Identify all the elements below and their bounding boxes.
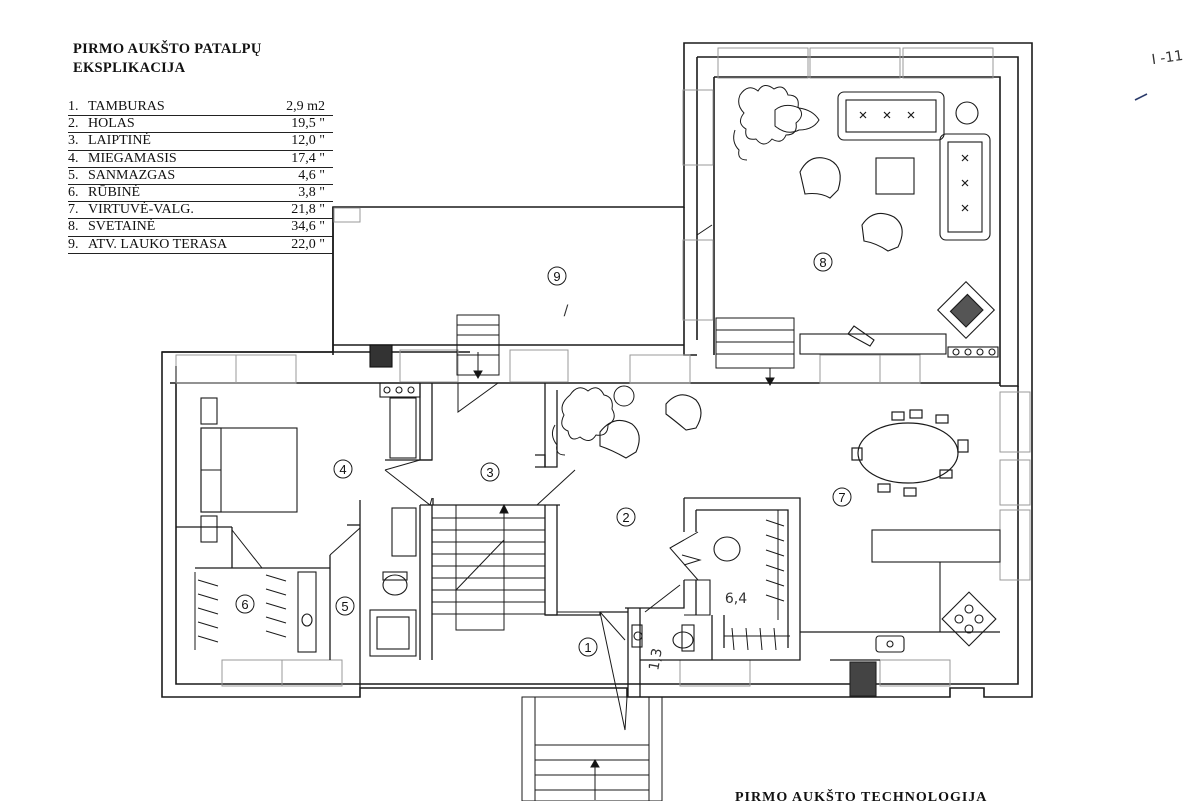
- room-number-1: 1: [584, 640, 591, 655]
- legend-title-line1: PIRMO AUKŠTO PATALPŲ: [73, 41, 262, 57]
- wardrobe-hangers: [194, 510, 790, 651]
- door-swings: [231, 224, 713, 731]
- legend-row-name: TAMBURAS: [88, 99, 165, 114]
- next-page-caption: PIRMO AUKŠTO TECHNOLOGIJA: [735, 790, 988, 805]
- handwritten-area-small-wc: 1,3: [646, 647, 666, 672]
- legend-row-name: VIRTUVĖ-VALG.: [88, 202, 194, 218]
- room-number-4: 4: [339, 462, 346, 477]
- legend-row-area: 2,9 m2: [286, 99, 325, 114]
- legend-row-area: 19,5 ": [291, 116, 325, 132]
- windows: [175, 47, 1031, 687]
- legend-row: 1. TAMBURAS 2,9 m2: [68, 99, 333, 117]
- dining-table: [851, 409, 969, 497]
- legend-list: 1. TAMBURAS 2,9 m2 2. HOLAS 19,5 " 3. LAIPTIN…: [68, 99, 333, 254]
- legend-row: 9. ATV. LAUKO TERASA 22,0 ": [68, 237, 333, 254]
- legend-row: 6. RŪBINĖ 3,8 ": [68, 184, 333, 203]
- room-number-2: 2: [622, 510, 629, 525]
- room-number-7: 7: [838, 490, 845, 505]
- legend-row-area: 17,4 ": [291, 150, 325, 166]
- legend-row-number: 2.: [68, 116, 79, 132]
- legend-row-area: 3,8 ": [298, 184, 325, 200]
- legend-row: 5. SANMAZGAS 4,6 ": [68, 168, 333, 185]
- legend-row-area: 21,8 ": [291, 202, 325, 218]
- legend-row-number: 5.: [68, 167, 79, 183]
- legend-row: 8. SVETAINĖ 34,6 ": [68, 219, 333, 237]
- bathroom-fixtures: [297, 507, 741, 657]
- terrace-stairs: [456, 314, 795, 387]
- entrance-stairs: [521, 696, 663, 801]
- legend-row-name: RŪBINĖ: [88, 184, 141, 200]
- central-staircase: [432, 503, 545, 631]
- legend-row-name: SANMAZGAS: [88, 167, 176, 183]
- legend-row-number: 9.: [68, 236, 79, 252]
- handwritten-area-wc: 6,4: [725, 591, 747, 607]
- legend-row-number: 6.: [68, 184, 79, 200]
- legend-row-number: 4.: [68, 150, 79, 166]
- room-number-3: 3: [486, 465, 493, 480]
- legend-row: 2. HOLAS 19,5 ": [68, 116, 333, 134]
- kitchen-counter: [849, 529, 1001, 697]
- explication-legend: PIRMO AUKŠTO PATALPŲ EKSPLIKACIJA 1. TAMB…: [68, 40, 333, 254]
- legend-row-area: 4,6 ": [298, 167, 325, 183]
- room-number-9: 9: [553, 269, 560, 284]
- legend-row-number: 3.: [68, 133, 79, 149]
- legend-row-area: 22,0 ": [291, 236, 325, 252]
- legend-row: 4. MIEGAMASIS 17,4 ": [68, 151, 333, 168]
- legend-row-area: 34,6 ": [291, 219, 325, 235]
- legend-row-name: LAIPTINĖ: [88, 133, 151, 149]
- legend-row: 3. LAIPTINĖ 12,0 ": [68, 133, 333, 151]
- room-numbers: [235, 252, 852, 657]
- handwritten-terrace-tick: /: [564, 303, 569, 319]
- hall-chairs: [599, 394, 702, 459]
- legend-row-number: 7.: [68, 202, 79, 218]
- legend-row-number: 8.: [68, 219, 79, 235]
- exterior-walls: [161, 42, 1033, 698]
- legend-row-name: ATV. LAUKO TERASA: [88, 236, 228, 252]
- bedroom-furniture: [200, 344, 421, 543]
- room-number-6: 6: [241, 597, 248, 612]
- legend-title-line2: EKSPLIKACIJA: [73, 60, 186, 76]
- plant-illustrations: [551, 85, 820, 456]
- living-room-furniture: [799, 91, 999, 358]
- handwritten-stroke: [1134, 93, 1148, 101]
- room-number-5: 5: [341, 599, 348, 614]
- legend-row-name: HOLAS: [88, 116, 135, 132]
- legend-row-name: MIEGAMASIS: [88, 150, 177, 166]
- legend-row-area: 12,0 ": [291, 133, 325, 149]
- room-number-8: 8: [819, 255, 826, 270]
- legend-row-number: 1.: [68, 99, 79, 114]
- handwritten-corner-note: I -11: [1151, 48, 1184, 68]
- legend-row: 7. VIRTUVĖ-VALG. 21,8 ": [68, 202, 333, 220]
- legend-row-name: SVETAINĖ: [88, 219, 156, 235]
